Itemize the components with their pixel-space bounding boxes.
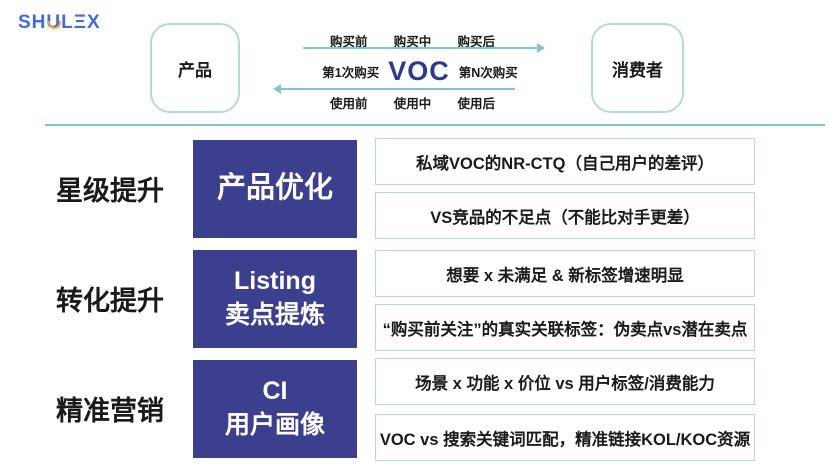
nth-purchase-label: 第N次购买 [458, 65, 518, 80]
detail-text: “购买前关注”的真实关联标签：伪卖点vs潜在卖点 [382, 320, 748, 339]
detail-box: 私域VOC的NR-CTQ（自己用户的差评） [375, 138, 755, 185]
detail-box: 想要 x 未满足 & 新标签增速明显 [375, 250, 755, 297]
row-label-star-rating: 星级提升 [56, 176, 164, 206]
purchase-stages: 购买前 购买中 购买后 [330, 31, 495, 50]
logo-text-sh: SH [18, 12, 47, 33]
detail-text: VOC vs 搜索关键词匹配，精准链接KOL/KOC资源 [379, 430, 751, 449]
voc-row: 第1次购买 VOC 第N次购买 [300, 55, 540, 87]
voc-title: VOC [388, 55, 450, 86]
stage-label: 使用后 [457, 97, 495, 111]
row-label-conversion: 转化提升 [56, 286, 164, 316]
detail-box: VS竞品的不足点（不能比对手更差） [375, 192, 755, 239]
usage-stages: 使用前 使用中 使用后 [330, 93, 495, 112]
stage-label: 使用前 [330, 97, 368, 111]
category-box-product-optimization: 产品优化 [193, 140, 357, 238]
category-title-line: 用户画像 [224, 411, 325, 439]
detail-box: VOC vs 搜索关键词匹配，精准链接KOL/KOC资源 [375, 414, 755, 461]
detail-text: VS竞品的不足点（不能比对手更差） [430, 208, 700, 227]
logo-letter-u: U [46, 12, 62, 34]
smile-icon [48, 21, 62, 29]
logo-text-lex: LΞX [61, 12, 101, 33]
divider-line [45, 124, 825, 126]
stage-label: 购买前 [330, 35, 368, 49]
stage-label: 购买后 [457, 35, 495, 49]
category-title-line: 产品优化 [216, 172, 333, 205]
category-title-line: Listing [234, 267, 316, 296]
detail-text: 想要 x 未满足 & 新标签增速明显 [446, 266, 684, 285]
product-node: 产品 [150, 23, 240, 113]
detail-text: 私域VOC的NR-CTQ（自己用户的差评） [416, 154, 714, 173]
detail-text: 场景 x 功能 x 价位 vs 用户标签/消费能力 [415, 374, 715, 393]
category-title-line: CI [262, 377, 288, 406]
arrow-right-icon [303, 43, 545, 53]
stage-label: 购买中 [393, 35, 432, 49]
consumer-node: 消费者 [591, 23, 684, 113]
row-label-precision-marketing: 精准营销 [56, 396, 164, 426]
arrow-left-icon [273, 84, 515, 94]
first-purchase-label: 第1次购买 [322, 65, 380, 80]
detail-box: 场景 x 功能 x 价位 vs 用户标签/消费能力 [375, 358, 755, 405]
detail-box: “购买前关注”的真实关联标签：伪卖点vs潜在卖点 [375, 304, 755, 351]
category-box-ci-persona: CI 用户画像 [193, 360, 357, 458]
category-title-line: 卖点提炼 [224, 301, 325, 329]
stage-label: 使用中 [393, 97, 432, 111]
category-box-listing: Listing 卖点提炼 [193, 250, 357, 348]
